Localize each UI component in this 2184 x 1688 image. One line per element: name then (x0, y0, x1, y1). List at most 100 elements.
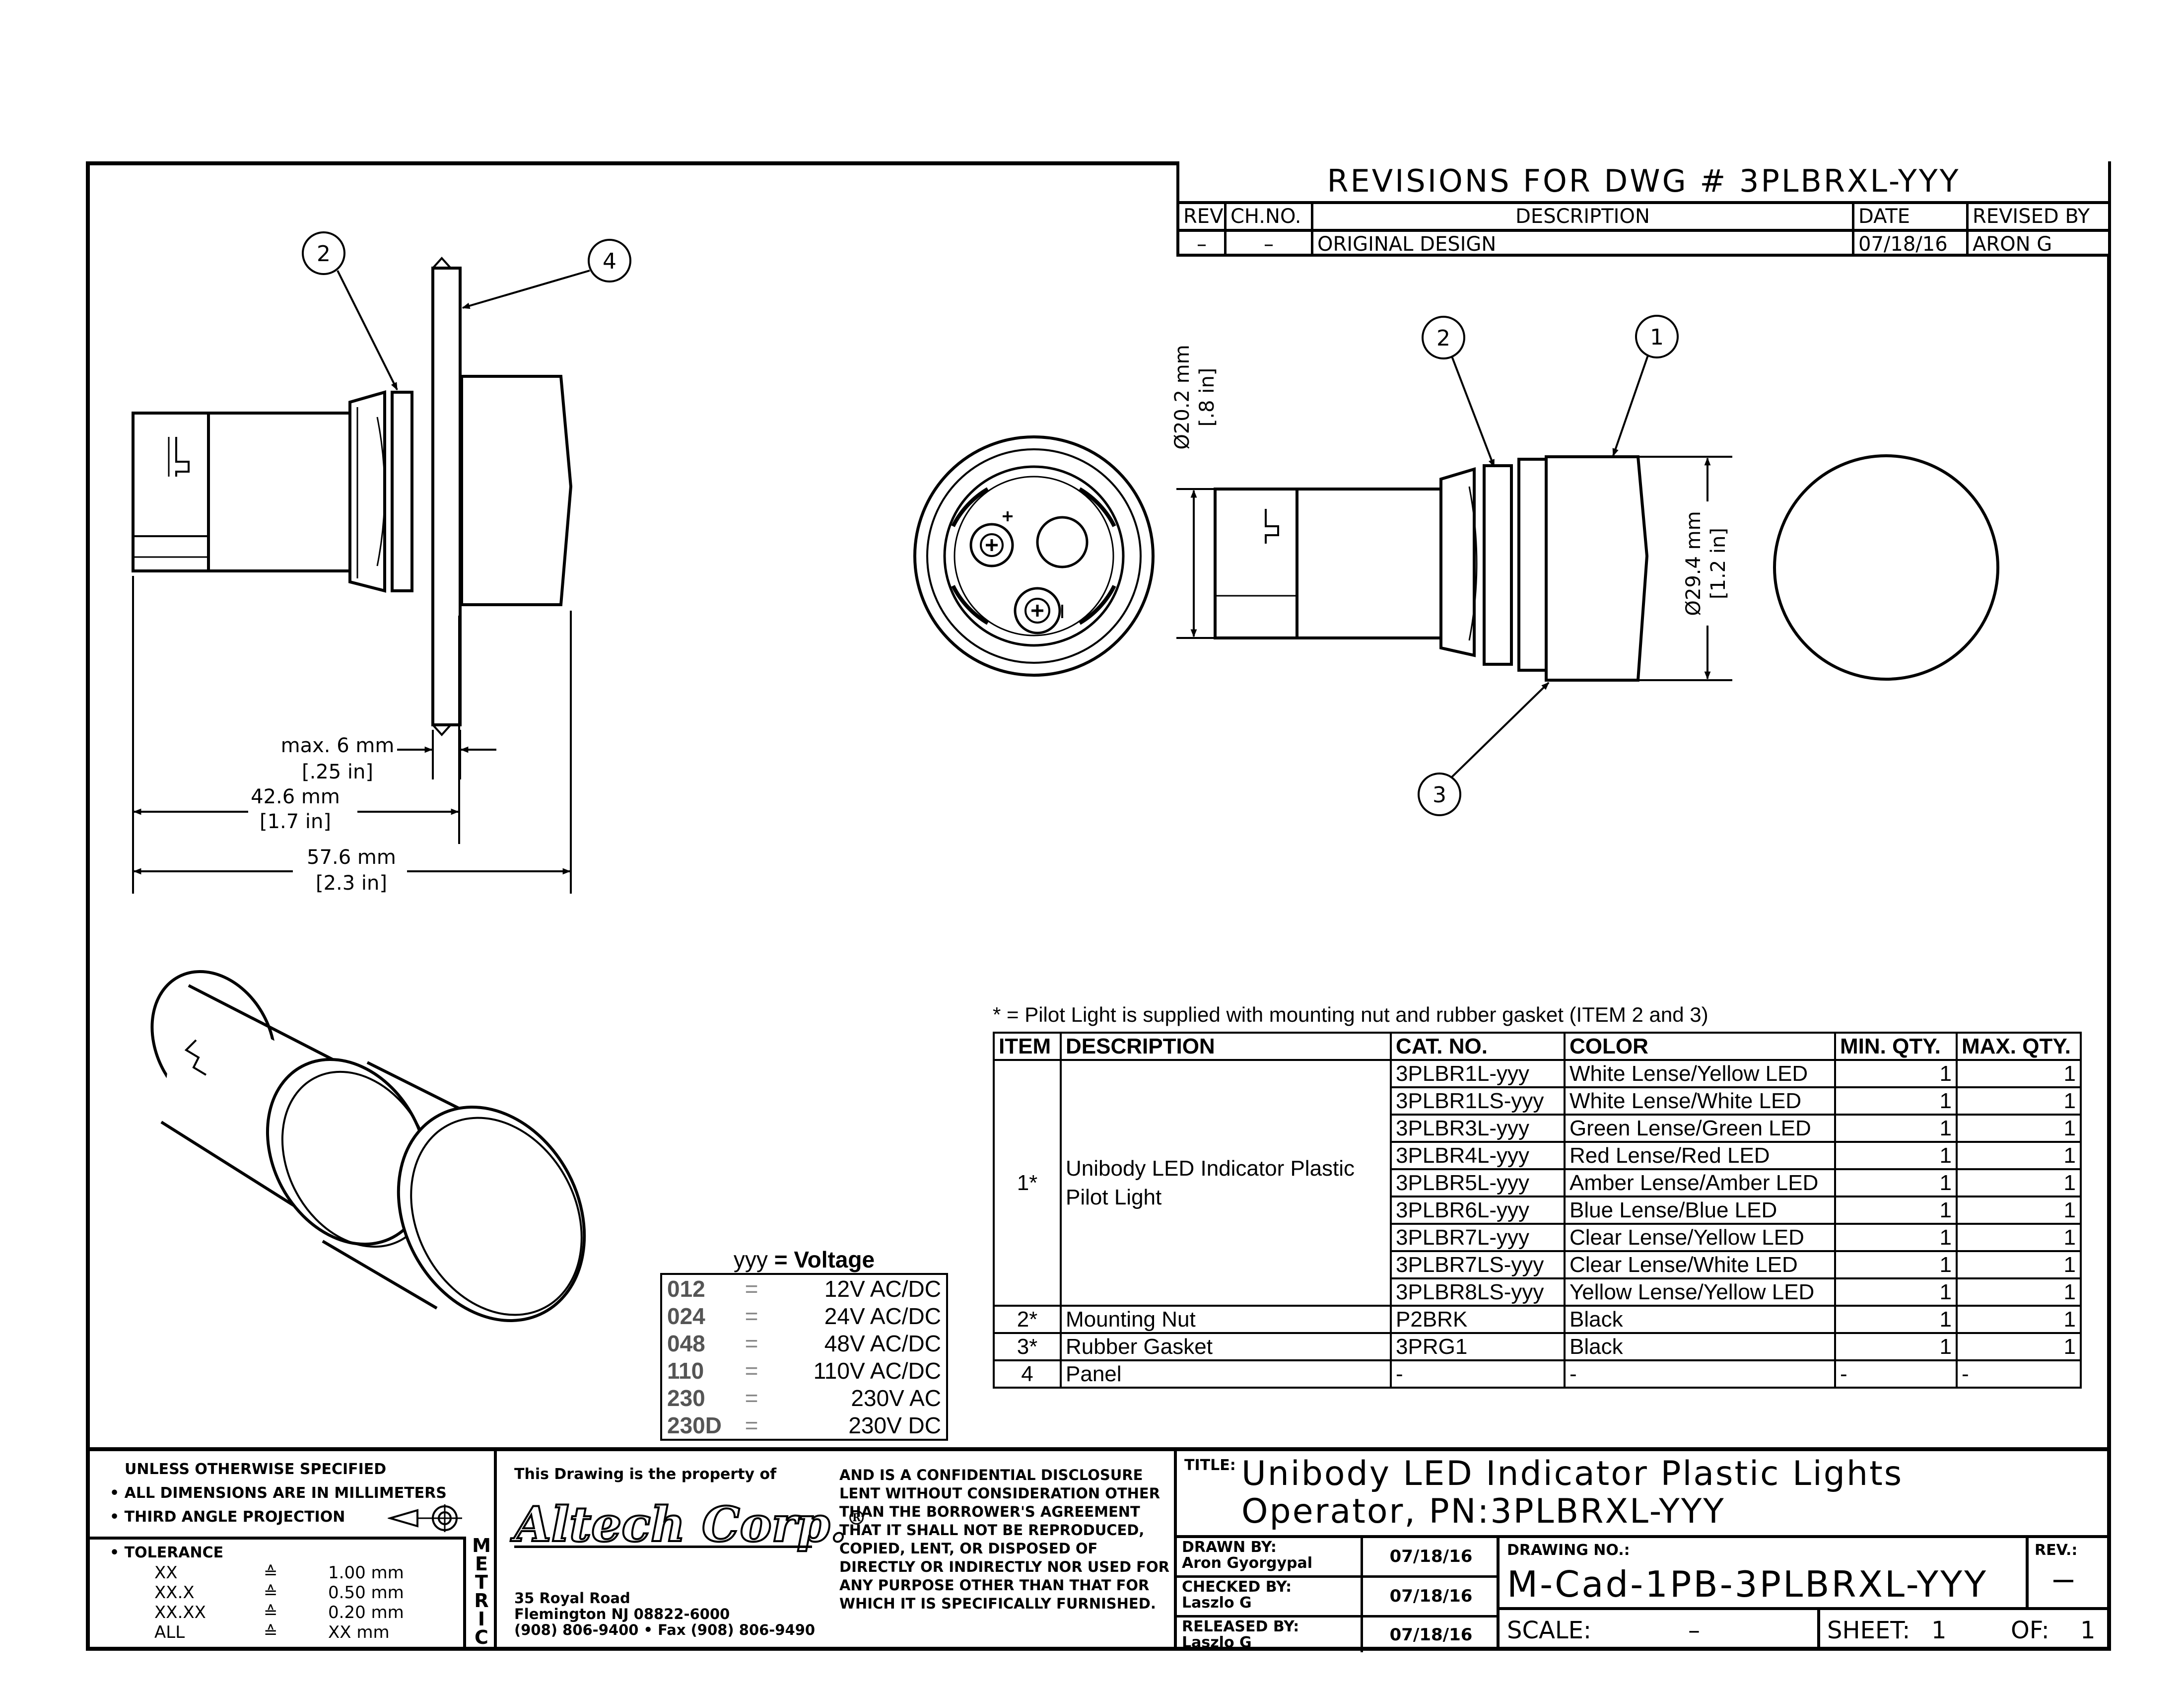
bom-max: 1 (1956, 1086, 2082, 1116)
bom-catno: 3PLBR7LS-yyy (1390, 1250, 1566, 1279)
drawn-by-row: DRAWN BY: Aron Gyorgypal 07/18/16 (1177, 1538, 1497, 1578)
company-name: Altech Corp. (513, 1496, 848, 1552)
unless-specified: UNLESS OTHERWISE SPECIFIED (125, 1461, 387, 1478)
bom-min: 1 (1834, 1114, 1958, 1143)
tol-value: XX mm (328, 1622, 390, 1642)
bom-item: 3* (993, 1332, 1062, 1361)
bom-color: Black (1564, 1332, 1836, 1361)
checked-name: Laszlo G (1182, 1594, 1252, 1612)
voltage-code: 230D (667, 1412, 722, 1438)
scale-sheet-area: SCALE: – SHEET: 1 OF: 1 (1500, 1610, 2107, 1651)
callout-3-front: 3 (1433, 782, 1446, 808)
bom-description: Rubber Gasket (1060, 1332, 1392, 1361)
bom-max: 1 (1956, 1059, 2082, 1088)
bom-max: 1 (1956, 1277, 2082, 1307)
side-view-dimension-text: max. 6 mm [.25 in] 42.6 mm [1.7 in] 57.6… (251, 734, 396, 895)
table-row: 048=48V AC/DC (661, 1330, 947, 1357)
bom-max: 1 (1956, 1250, 2082, 1279)
bom-max: - (1956, 1359, 2082, 1389)
voltage-value: 24V AC/DC (824, 1303, 941, 1329)
tol-format: XX.X (154, 1583, 195, 1603)
tolerance-divider (90, 1537, 463, 1540)
chno-header: CH.NO. (1227, 204, 1313, 229)
table-row: 3PLBR7L-yyy Clear Lense/Yellow LED 1 1 (994, 1223, 2082, 1252)
side-view-unmounted-callouts: 2 1 3 (1418, 315, 1679, 816)
tolerance-rows: XX≙1.00 mm XX.X≙0.50 mm XX.XX≙0.20 mm AL… (154, 1563, 404, 1642)
chno-cell: – (1227, 232, 1313, 257)
revisions-title: REVISIONS FOR DWG # 3PLBRXL-YYY (1179, 161, 2108, 204)
voltage-value: 110V AC/DC (813, 1357, 941, 1384)
rev-cell: – (1179, 232, 1227, 257)
bom-catno: P2BRK (1390, 1305, 1566, 1334)
bom-catno: - (1390, 1359, 1566, 1389)
metric-letter: E (475, 1553, 488, 1575)
callout-2-side: 2 (317, 241, 331, 267)
bom-max: 1 (1956, 1114, 2082, 1143)
bom-description: Mounting Nut (1060, 1305, 1392, 1334)
front-view-dimension-text: Ø20.2 mm [.8 in] Ø29.4 mm [1.2 in] (1171, 345, 1730, 616)
scale-label: SCALE: (1507, 1617, 1592, 1644)
bom-color: Yellow Lense/Yellow LED (1564, 1277, 1836, 1307)
registered-mark: ® (846, 1506, 867, 1530)
bom-catno: 3PLBR1LS-yyy (1390, 1086, 1566, 1116)
third-angle: • THIRD ANGLE PROJECTION (110, 1508, 345, 1526)
title-line: Unibody LED Indicator Plastic Lights (1241, 1454, 1904, 1493)
side-view-mounted (132, 257, 573, 736)
metric-letter: C (475, 1626, 488, 1648)
bom-min: 1 (1834, 1277, 1958, 1307)
bom-catno: 3PLBR4L-yyy (1390, 1141, 1566, 1170)
table-row: 3PLBR5L-yyy Amber Lense/Amber LED 1 1 (994, 1168, 2082, 1197)
bom-color: Clear Lense/White LED (1564, 1250, 1836, 1279)
callout-1-front: 1 (1650, 325, 1664, 350)
voltage-code: 110 (667, 1357, 704, 1384)
third-angle-projection-icon (388, 1504, 462, 1532)
isometric-view (150, 970, 586, 1322)
address: 35 Royal Road Flemington NJ 08822-6000 (… (514, 1590, 815, 1638)
tolerance-row: XX.XX≙0.20 mm (154, 1603, 404, 1622)
voltage-eq: = (745, 1330, 758, 1356)
scale-value: – (1688, 1617, 1700, 1644)
drawing-number-area: DRAWING NO.: M-Cad-1PB-3PLBRXL-YYY REV.:… (1500, 1538, 2107, 1610)
voltage-eq: = (745, 1385, 758, 1411)
bom-item-1: 1* (993, 1059, 1062, 1307)
dim-426-in: [1.7 in] (260, 810, 331, 833)
bom-catno: 3PLBR1L-yyy (1390, 1059, 1566, 1088)
bom-header-color: COLOR (1564, 1032, 1836, 1061)
bom-min: 1 (1834, 1168, 1958, 1197)
tolerance-label: • TOLERANCE (110, 1544, 224, 1561)
side-view-unmounted (1214, 455, 1649, 682)
metric-letter: M (472, 1535, 491, 1556)
voltage-code: 012 (667, 1275, 705, 1302)
revised-by-cell: ARON G (1973, 233, 2052, 256)
bom-catno: 3PLBR6L-yyy (1390, 1196, 1566, 1225)
table-row: 3PLBR8LS-yyy Yellow Lense/Yellow LED 1 1 (994, 1277, 2082, 1307)
date-header: DATE (1854, 204, 1969, 229)
drawing-no-label: DRAWING NO.: (1507, 1542, 1630, 1559)
voltage-value: 12V AC/DC (824, 1275, 941, 1302)
voltage-code: 024 (667, 1303, 705, 1329)
drawing-title: Unibody LED Indicator Plastic Lights Ope… (1241, 1455, 1903, 1531)
tolerance-section: UNLESS OTHERWISE SPECIFIED • ALL DIMENSI… (90, 1451, 497, 1651)
checked-by-row: CHECKED BY: Laszlo G 07/18/16 (1177, 1578, 1497, 1618)
bom-item-1-description: Unibody LED Indicator Plastic Pilot Ligh… (1060, 1059, 1392, 1307)
bom-color: Blue Lense/Blue LED (1564, 1196, 1836, 1225)
bom-min: 1 (1834, 1059, 1958, 1088)
table-row: 3PLBR4L-yyy Red Lense/Red LED 1 1 (994, 1141, 2082, 1170)
bom-min: - (1834, 1359, 1958, 1389)
voltage-value: 230V DC (848, 1412, 941, 1438)
tolerance-row: XX≙1.00 mm (154, 1563, 404, 1583)
revised-by-header: REVISED BY (1973, 205, 2090, 228)
dim-576-mm: 57.6 mm (307, 846, 396, 869)
of-label: OF: (2011, 1617, 2049, 1644)
metric-letter: T (475, 1571, 488, 1593)
voltage-value: 48V AC/DC (824, 1330, 941, 1356)
tol-symbol: ≙ (264, 1603, 278, 1622)
address-line: Flemington NJ 08822-6000 (514, 1606, 730, 1622)
bom-color: White Lense/White LED (1564, 1086, 1836, 1116)
tol-symbol: ≙ (264, 1622, 278, 1642)
metric-letter: R (474, 1590, 489, 1612)
of-value: 1 (2080, 1617, 2096, 1644)
description-header: DESCRIPTION (1313, 204, 1854, 229)
tol-format: XX.XX (154, 1603, 206, 1622)
bom-color: Red Lense/Red LED (1564, 1141, 1836, 1170)
